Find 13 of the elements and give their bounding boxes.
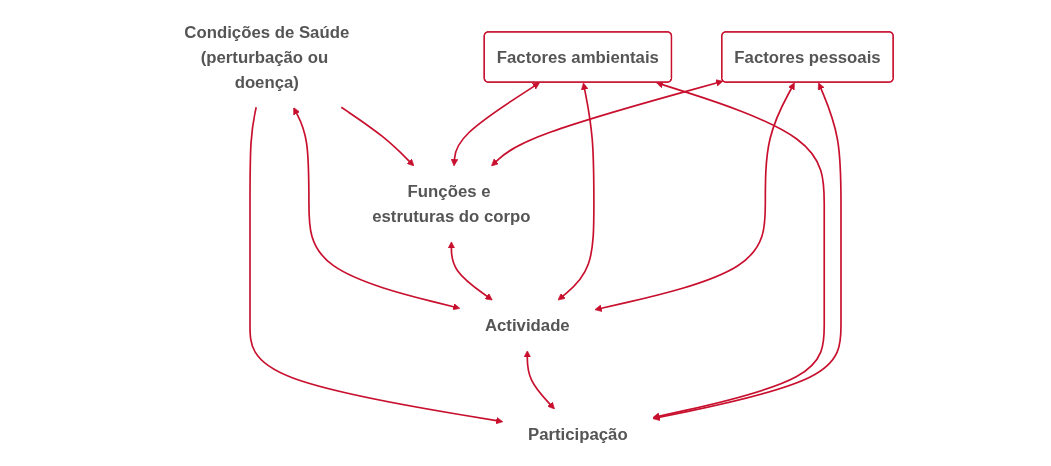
arrow (594, 82, 795, 312)
arrow (447, 241, 493, 301)
arrow (340, 106, 415, 167)
node-text: Actividade (484, 315, 570, 335)
arrow (293, 107, 461, 311)
arrow (557, 82, 595, 301)
node-text: Funções e estruturas do corpo (372, 181, 531, 226)
node-text: Participação (527, 424, 628, 444)
arrow (450, 82, 540, 167)
node-text: Condições de Saúde (perturbação ou doença) (184, 22, 350, 92)
arrow (523, 350, 555, 410)
arrow (249, 106, 504, 425)
arrow (491, 79, 724, 167)
